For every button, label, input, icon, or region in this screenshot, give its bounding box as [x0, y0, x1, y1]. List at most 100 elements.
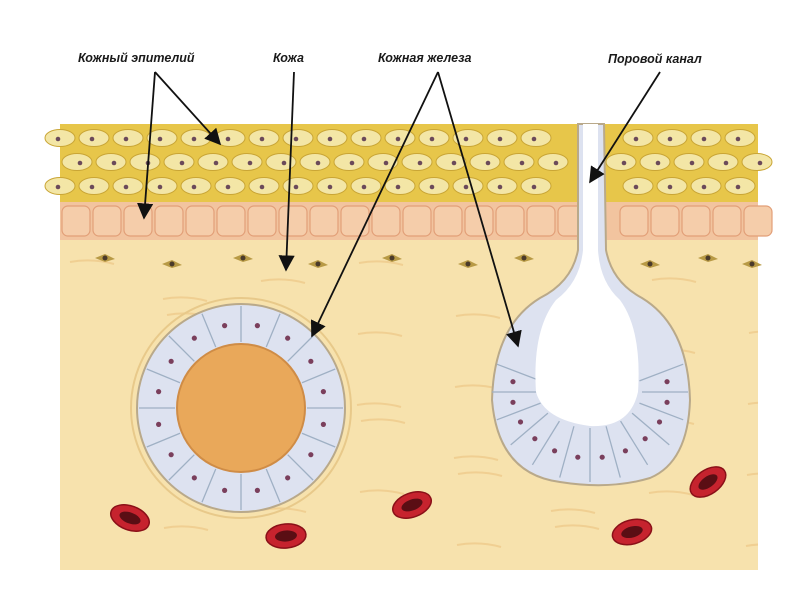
nucleus-icon — [510, 400, 515, 405]
nucleus-icon — [384, 161, 389, 166]
nucleus-icon — [736, 137, 741, 142]
basal-cell — [217, 206, 245, 236]
nucleus-icon — [750, 262, 755, 267]
keratin-cell — [504, 154, 534, 171]
nucleus-icon — [690, 161, 695, 166]
basal-cell — [341, 206, 369, 236]
nucleus-icon — [308, 452, 313, 457]
label-skin-gland: Кожная железа — [378, 51, 471, 65]
keratin-cell — [232, 154, 262, 171]
nucleus-icon — [90, 137, 95, 142]
nucleus-icon — [285, 475, 290, 480]
keratin-cell — [402, 154, 432, 171]
nucleus-icon — [664, 400, 669, 405]
keratin-cell — [300, 154, 330, 171]
nucleus-icon — [657, 419, 662, 424]
nucleus-icon — [226, 137, 231, 142]
nucleus-icon — [656, 161, 661, 166]
nucleus-icon — [328, 185, 333, 190]
nucleus-icon — [648, 262, 653, 267]
nucleus-icon — [214, 161, 219, 166]
basal-cell — [713, 206, 741, 236]
nucleus-icon — [260, 185, 265, 190]
nucleus-icon — [552, 448, 557, 453]
basal-cell — [372, 206, 400, 236]
nucleus-icon — [124, 137, 129, 142]
nucleus-icon — [532, 436, 537, 441]
keratin-cell — [538, 154, 568, 171]
nucleus-icon — [294, 137, 299, 142]
keratin-cell — [436, 154, 466, 171]
nucleus-icon — [418, 161, 423, 166]
nucleus-icon — [498, 185, 503, 190]
nucleus-icon — [260, 137, 265, 142]
nucleus-icon — [282, 161, 287, 166]
nucleus-icon — [156, 422, 161, 427]
nucleus-icon — [634, 137, 639, 142]
nucleus-icon — [430, 137, 435, 142]
basal-cell — [62, 206, 90, 236]
basal-cell — [434, 206, 462, 236]
nucleus-icon — [466, 262, 471, 267]
basal-cell — [651, 206, 679, 236]
nucleus-icon — [668, 185, 673, 190]
label-pore-canal: Поровой канал — [608, 52, 702, 66]
nucleus-icon — [452, 161, 457, 166]
basal-cell — [310, 206, 338, 236]
basal-cell — [403, 206, 431, 236]
label-skin: Кожа — [273, 51, 304, 65]
basal-cell — [279, 206, 307, 236]
keratin-cell — [470, 154, 500, 171]
nucleus-icon — [518, 419, 523, 424]
basal-cell — [527, 206, 555, 236]
keratin-cell — [708, 154, 738, 171]
nucleus-icon — [56, 137, 61, 142]
nucleus-icon — [702, 185, 707, 190]
nucleus-icon — [362, 185, 367, 190]
nucleus-icon — [464, 185, 469, 190]
nucleus-icon — [736, 185, 741, 190]
nucleus-icon — [668, 137, 673, 142]
nucleus-icon — [702, 137, 707, 142]
nucleus-icon — [169, 359, 174, 364]
nucleus-icon — [56, 185, 61, 190]
nucleus-icon — [622, 161, 627, 166]
nucleus-icon — [350, 161, 355, 166]
nucleus-icon — [390, 256, 395, 261]
nucleus-icon — [498, 137, 503, 142]
nucleus-icon — [192, 185, 197, 190]
nucleus-icon — [430, 185, 435, 190]
nucleus-icon — [362, 137, 367, 142]
nucleus-icon — [294, 185, 299, 190]
nucleus-icon — [255, 488, 260, 493]
nucleus-icon — [169, 452, 174, 457]
nucleus-icon — [158, 185, 163, 190]
nucleus-icon — [328, 137, 333, 142]
nucleus-icon — [308, 359, 313, 364]
keratin-cell — [62, 154, 92, 171]
nucleus-icon — [192, 336, 197, 341]
nucleus-icon — [321, 389, 326, 394]
nucleus-icon — [396, 185, 401, 190]
label-skin-epithelium: Кожный эпителий — [78, 51, 195, 65]
nucleus-icon — [255, 323, 260, 328]
nucleus-icon — [643, 436, 648, 441]
keratin-cell — [640, 154, 670, 171]
nucleus-icon — [90, 185, 95, 190]
keratin-cell — [674, 154, 704, 171]
gland-lumen — [177, 344, 305, 472]
nucleus-icon — [532, 137, 537, 142]
nucleus-icon — [724, 161, 729, 166]
nucleus-icon — [248, 161, 253, 166]
nucleus-icon — [396, 137, 401, 142]
basal-cell — [620, 206, 648, 236]
nucleus-icon — [78, 161, 83, 166]
keratin-cell — [130, 154, 160, 171]
nucleus-icon — [522, 256, 527, 261]
keratin-cell — [96, 154, 126, 171]
nucleus-icon — [170, 262, 175, 267]
nucleus-icon — [316, 161, 321, 166]
nucleus-icon — [241, 256, 246, 261]
keratin-cell — [606, 154, 636, 171]
